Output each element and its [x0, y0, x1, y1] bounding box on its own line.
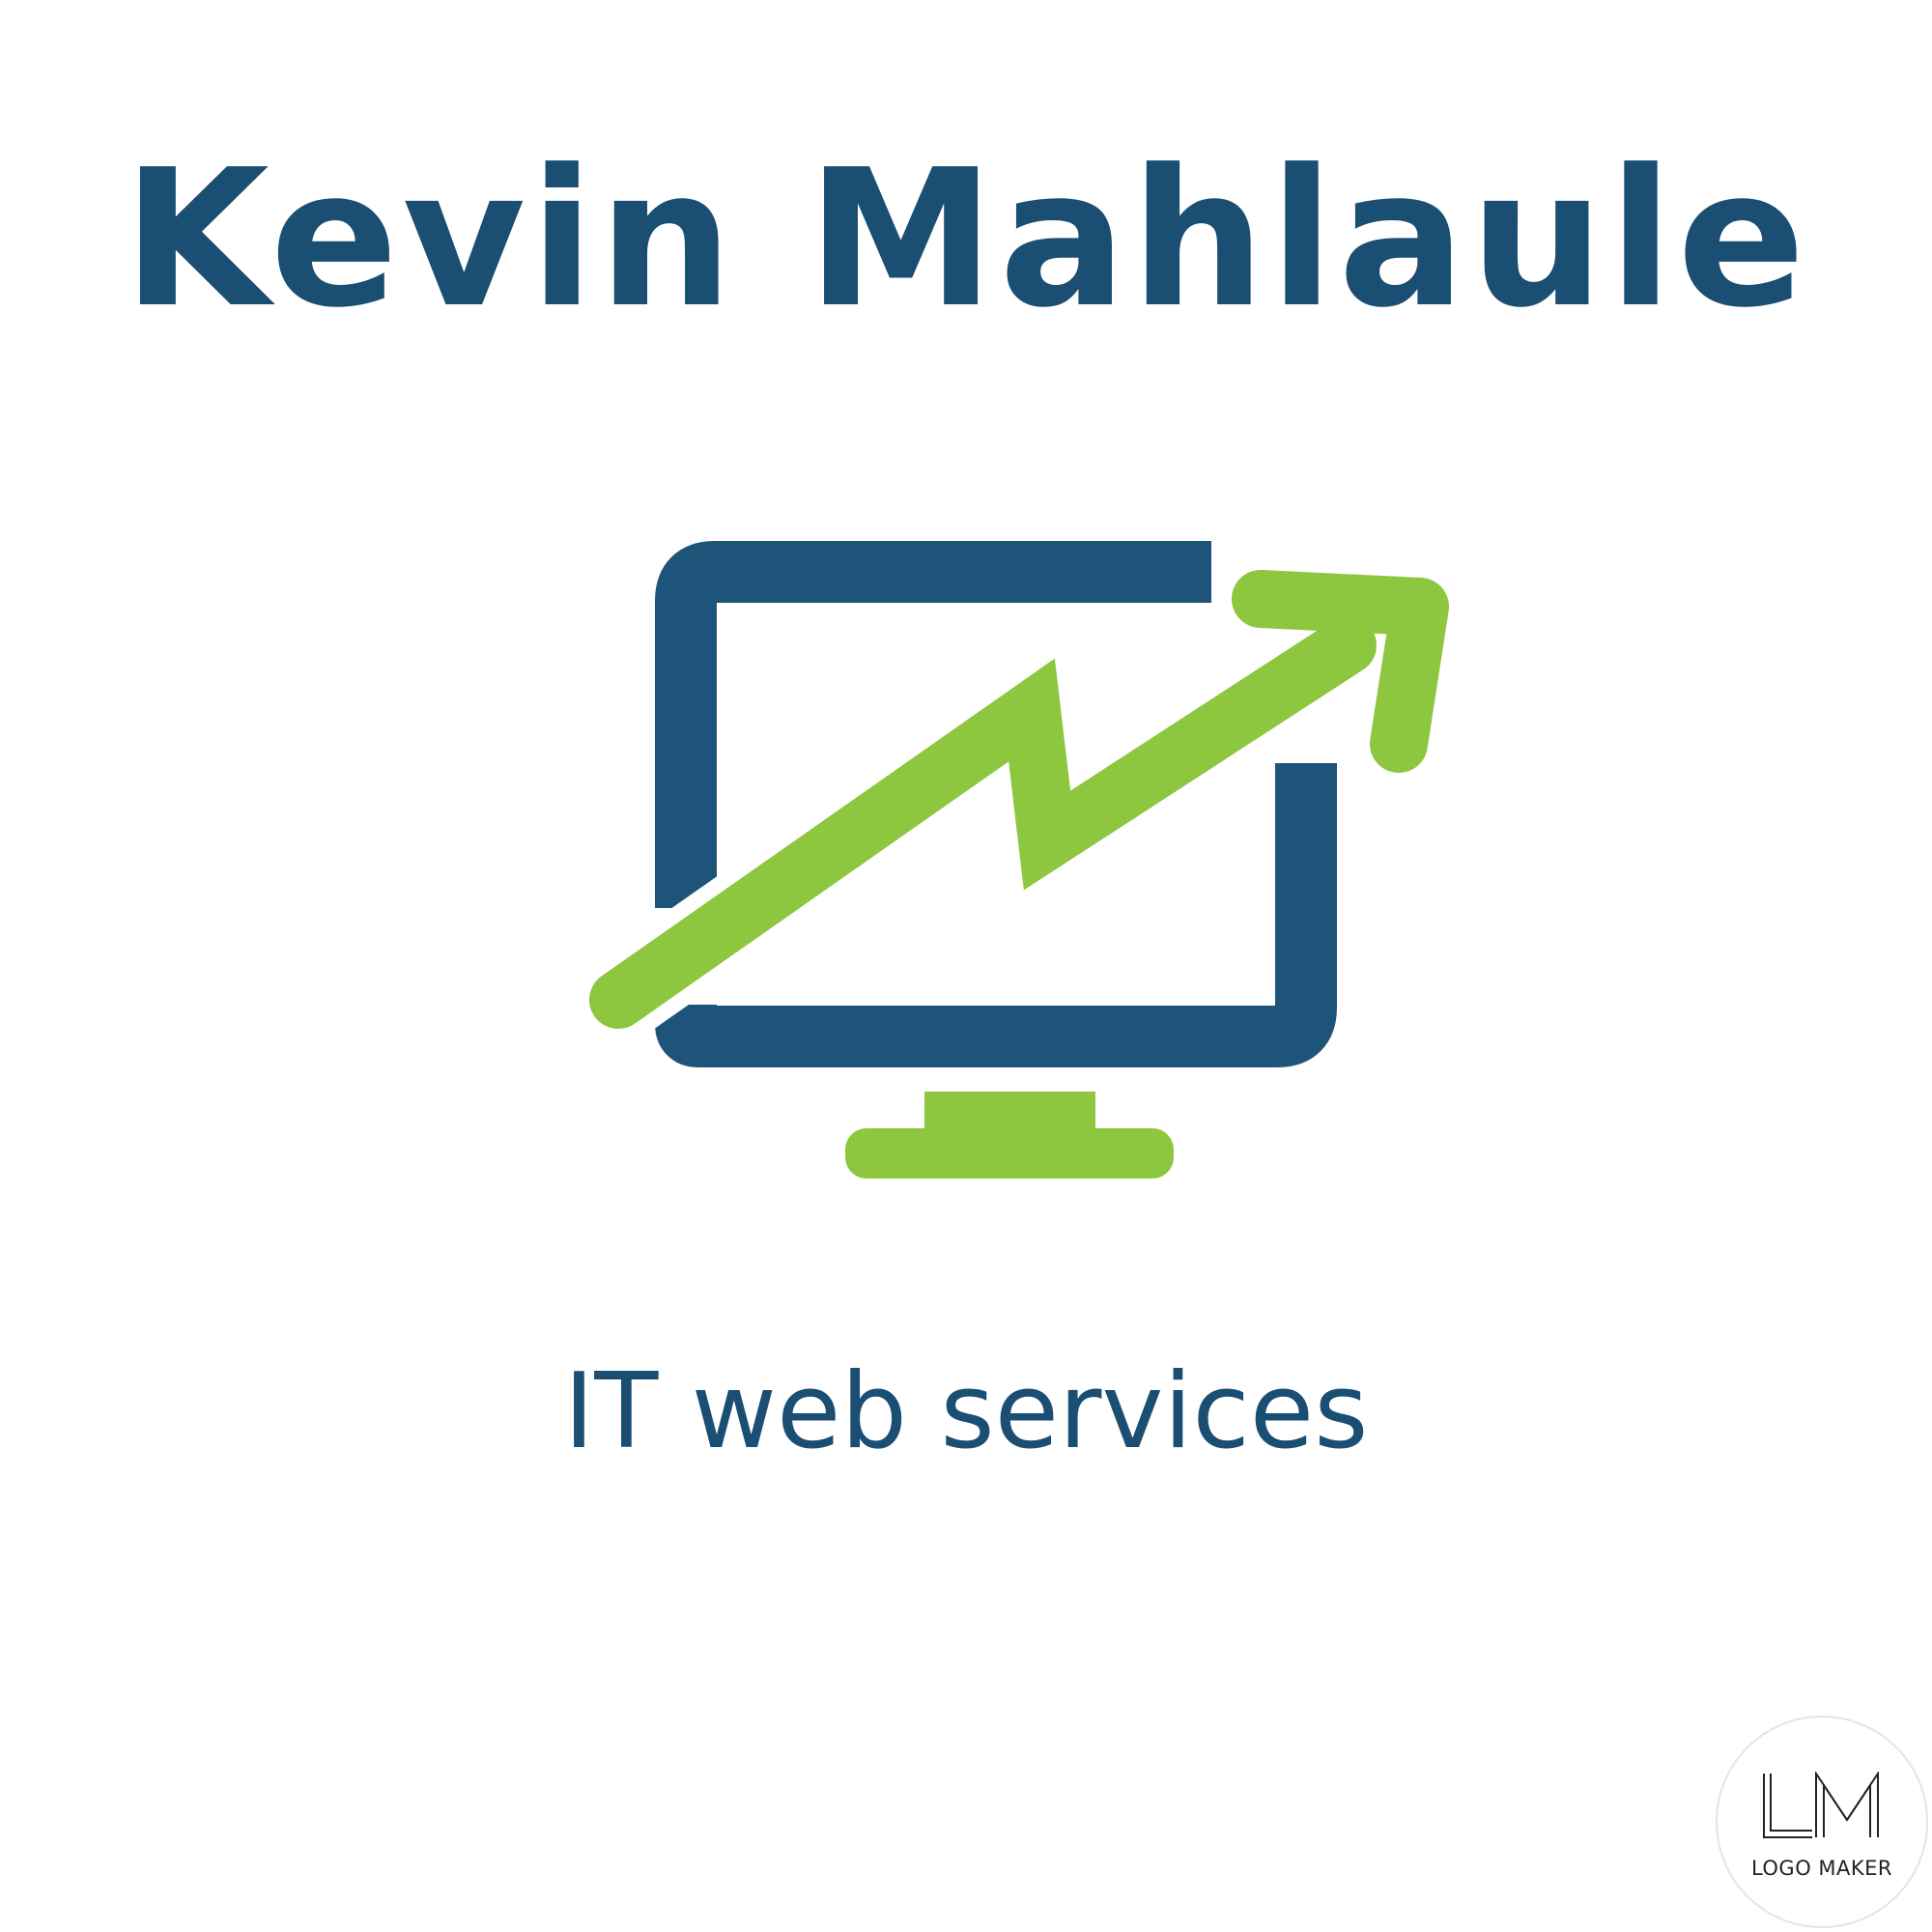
- lm-monogram-icon: [1763, 1772, 1879, 1838]
- monitor-stand-icon: [924, 1092, 1095, 1132]
- logo-maker-watermark: LOGO MAKER: [1716, 1716, 1928, 1928]
- growth-arrow-icon: [589, 616, 1377, 1029]
- brand-name: Kevin Mahlaule: [122, 129, 1810, 350]
- monitor-frame-icon: [655, 541, 1337, 1067]
- logo-maker-label: LOGO MAKER: [1750, 1857, 1893, 1880]
- tagline: IT web services: [563, 1351, 1369, 1472]
